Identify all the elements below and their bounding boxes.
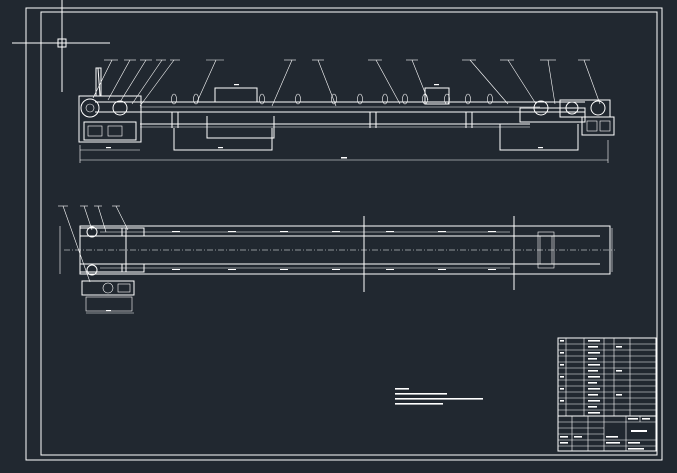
sheet-border-outer <box>25 7 663 461</box>
plan-idler-marks <box>172 231 496 270</box>
drawing-title-cell <box>631 430 647 432</box>
elevation-view <box>78 59 615 163</box>
idler-rollers <box>171 93 493 105</box>
left-drive-frame <box>78 95 142 143</box>
plan-drive-base <box>81 280 135 296</box>
leader-lines-plan <box>58 205 129 283</box>
sheet-border-inner <box>40 11 658 456</box>
bom-table <box>558 338 656 417</box>
leader-lines-elevation <box>92 59 601 107</box>
feed-hopper-top <box>214 87 258 103</box>
crosshair-cursor-icon <box>12 0 110 92</box>
title-block <box>557 337 657 452</box>
head-pulley <box>80 98 100 118</box>
technical-notes <box>395 388 483 405</box>
right-drive-frame <box>519 107 586 123</box>
motor-base <box>581 116 615 136</box>
support-legs <box>171 112 473 128</box>
dimension-lines-elevation <box>79 84 609 163</box>
tail-pulley <box>112 100 128 116</box>
right-pulley <box>533 100 549 116</box>
plan-view <box>58 205 615 314</box>
motor-pulley <box>565 101 579 115</box>
gearbox-pulley <box>590 100 606 116</box>
